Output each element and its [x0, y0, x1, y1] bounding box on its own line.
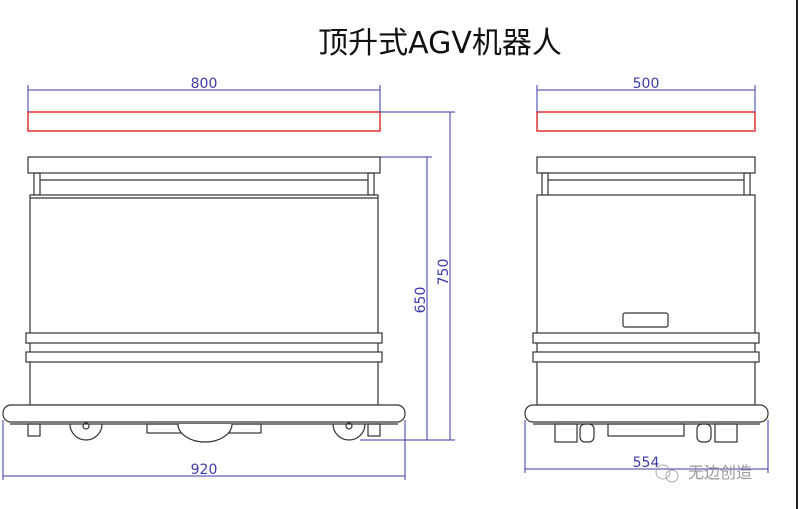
lid-front	[27, 156, 381, 174]
front-dimensions: 800 920 650 750	[2, 76, 455, 480]
lift-plate-front	[27, 111, 381, 132]
front-view	[2, 111, 406, 443]
side-view	[524, 111, 769, 443]
lift-plate-side	[536, 111, 756, 132]
handle	[622, 312, 669, 328]
lid-side	[536, 156, 756, 174]
watermark: 无边创造	[655, 463, 752, 483]
body-side	[536, 194, 756, 406]
base-front	[2, 404, 406, 423]
watermark-text: 无边创造	[688, 463, 752, 482]
drawing-title: 顶升式AGV机器人	[318, 26, 562, 61]
body-front	[29, 194, 379, 406]
caster-wheel	[332, 423, 366, 441]
dim-height-body: 650	[413, 287, 429, 314]
dim-side-width-base: 554	[633, 455, 660, 471]
base-side	[524, 404, 769, 423]
drive-wheel	[177, 423, 233, 443]
dim-width-top: 800	[191, 76, 218, 92]
wechat-icon	[655, 464, 671, 480]
dim-width-base: 920	[191, 462, 218, 478]
dim-height-total: 750	[436, 259, 452, 286]
caster-wheel	[69, 423, 103, 441]
dim-side-width-top: 500	[633, 76, 660, 92]
side-dimensions: 500 554	[524, 76, 769, 473]
